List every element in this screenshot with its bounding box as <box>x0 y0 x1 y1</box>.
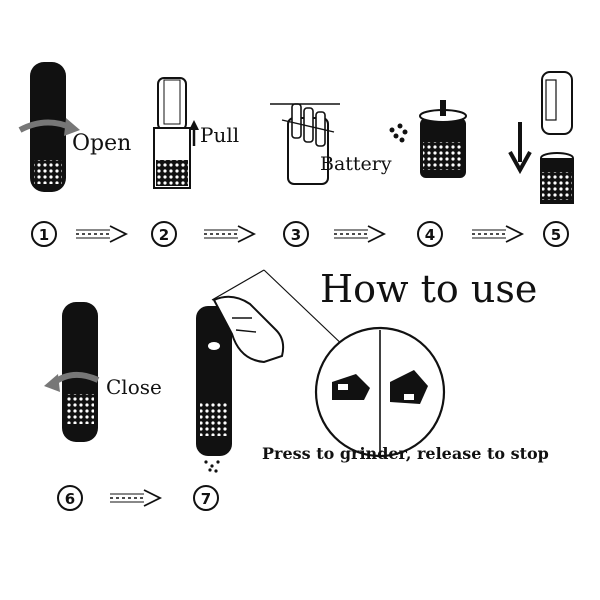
next-arrow-icon <box>109 489 161 507</box>
ground-pepper-icon <box>204 460 220 473</box>
svg-text:2: 2 <box>159 226 169 244</box>
step-3-illustration: Battery <box>270 103 392 185</box>
next-arrow-icon <box>75 225 127 243</box>
step-number-6: 6 <box>57 485 83 511</box>
press-detail-inset <box>314 326 446 458</box>
next-arrow-icon <box>471 225 523 243</box>
step-number-3: 3 <box>283 221 309 247</box>
finger-release-icon <box>332 374 370 400</box>
svg-text:3: 3 <box>291 226 301 244</box>
instruction-text: Press to grinder, release to stop <box>262 444 549 463</box>
step-7-illustration <box>196 269 349 473</box>
step-1-label: Open <box>72 131 131 156</box>
svg-text:6: 6 <box>65 490 75 508</box>
step-5-illustration <box>508 71 574 204</box>
step-4-illustration <box>389 100 467 178</box>
step-number-4: 4 <box>417 221 443 247</box>
page-title: How to use <box>320 267 537 311</box>
svg-text:4: 4 <box>425 226 435 244</box>
step-number-7: 7 <box>193 485 219 511</box>
finger-press-icon <box>390 370 428 404</box>
next-arrow-icon <box>333 225 385 243</box>
step-6-illustration: Close <box>44 302 162 442</box>
battery-icon <box>291 103 302 139</box>
step-number-2: 2 <box>151 221 177 247</box>
step-number-1: 1 <box>31 221 57 247</box>
peppercorns-icon <box>389 123 408 143</box>
step-2-illustration: Pull <box>153 77 239 189</box>
svg-text:1: 1 <box>39 226 49 244</box>
step-3-label: Battery <box>320 153 392 175</box>
svg-text:5: 5 <box>551 226 561 244</box>
step-1-illustration: Open <box>18 62 131 192</box>
step-number-5: 5 <box>543 221 569 247</box>
hand-icon <box>212 295 285 364</box>
next-arrow-icon <box>203 225 255 243</box>
step-6-label: Close <box>106 375 162 399</box>
step-2-label: Pull <box>200 123 239 147</box>
svg-text:7: 7 <box>201 490 211 508</box>
